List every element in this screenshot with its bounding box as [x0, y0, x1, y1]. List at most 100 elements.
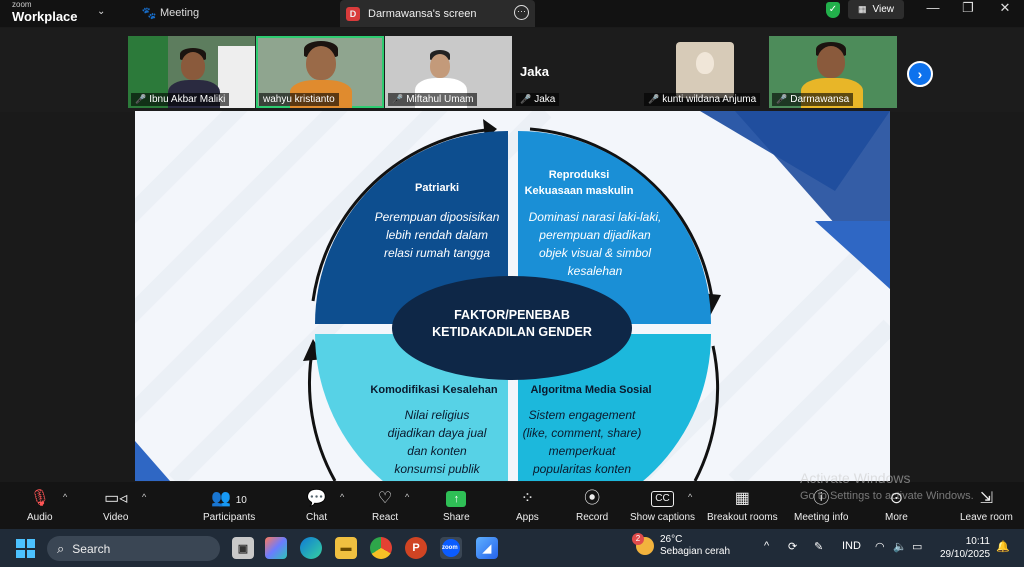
- clock-time: 10:11: [965, 536, 990, 547]
- more-button[interactable]: ⊙ More: [885, 488, 908, 523]
- view-button[interactable]: ▦ View: [848, 0, 904, 19]
- meeting-info-label: Meeting info: [794, 512, 849, 523]
- meeting-info-button[interactable]: ⓘ Meeting info: [794, 488, 848, 523]
- more-options-icon[interactable]: ···: [514, 5, 529, 20]
- logo-big-text: Workplace: [12, 9, 78, 24]
- copilot-icon[interactable]: [265, 537, 287, 559]
- breakout-label: Breakout rooms: [707, 512, 778, 523]
- participant-display-name: Jaka: [520, 64, 549, 79]
- battery-icon[interactable]: ▭: [912, 541, 923, 553]
- people-icon: 👥 10: [211, 490, 247, 507]
- participants-button[interactable]: 👥 10 Participants: [203, 488, 255, 523]
- mic-muted-icon: 🎤: [648, 94, 660, 104]
- quadrant-patriarki: [315, 131, 508, 324]
- more-dots-icon: ⊙: [889, 490, 904, 507]
- leave-room-button[interactable]: ⇲ Leave room: [960, 488, 1013, 523]
- mic-muted-icon: 🎤: [776, 94, 788, 104]
- pen-icon[interactable]: ✎: [814, 541, 824, 553]
- cycle-arrow: [693, 345, 720, 481]
- participant-tile-speaking[interactable]: wahyu kristianto: [256, 36, 384, 108]
- meeting-toolbar: 🎙 Audio ^ ▭◃ Video ^ 👥 10 Participants 💬…: [0, 482, 1024, 529]
- weather-desc: Sebagian cerah: [660, 546, 731, 557]
- participant-name-tag: 🎤Jaka: [516, 93, 560, 106]
- apps-grid-icon: ⁘: [520, 490, 535, 507]
- participant-tile[interactable]: 🎤kunti wildana Anjuma: [641, 36, 768, 108]
- photos-icon[interactable]: ◢: [476, 537, 498, 559]
- q2-line: Dominasi narasi laki-laki,: [529, 210, 662, 224]
- participant-name-tag: 🎤kunti wildana Anjuma: [644, 93, 761, 106]
- share-button[interactable]: ↑ Share: [443, 488, 470, 523]
- participant-tile[interactable]: 🎤Ibnu Akbar Maliki: [128, 36, 255, 108]
- q4-line: (like, comment, share): [523, 426, 642, 440]
- notification-badge: 2: [632, 533, 644, 545]
- participant-name-tag: 🎤Miftahul Umam: [388, 93, 478, 106]
- q4-line: Sistem engagement: [529, 408, 636, 422]
- participant-tile[interactable]: 🎤Darmawansa: [769, 36, 897, 108]
- weather-widget[interactable]: 2 26°C Sebagian cerah: [632, 533, 731, 558]
- chat-caret-icon[interactable]: ^: [340, 492, 345, 502]
- sync-icon[interactable]: ⟳: [788, 541, 798, 553]
- react-button[interactable]: ♡ React: [372, 488, 398, 523]
- video-button[interactable]: ▭◃ Video: [103, 488, 128, 523]
- record-button[interactable]: ⦿ Record: [576, 488, 608, 523]
- q4-line: memperkuat: [549, 444, 616, 458]
- q3-line: Nilai religius: [405, 408, 470, 422]
- video-caret-icon[interactable]: ^: [142, 492, 147, 502]
- volume-icon[interactable]: 🔈: [893, 541, 907, 553]
- edge-browser-icon[interactable]: [300, 537, 322, 559]
- language-indicator[interactable]: IND: [842, 540, 861, 552]
- shield-check-icon[interactable]: ✓: [826, 2, 840, 18]
- file-explorer-icon[interactable]: ▬: [335, 537, 357, 559]
- wifi-icon[interactable]: ◠: [875, 541, 885, 553]
- close-icon[interactable]: ✕: [999, 0, 1011, 15]
- powerpoint-icon[interactable]: P: [405, 537, 427, 559]
- chat-button[interactable]: 💬 Chat: [306, 488, 327, 523]
- minimize-icon[interactable]: —: [926, 0, 940, 15]
- clock[interactable]: 10:11 29/10/2025: [940, 535, 990, 561]
- title-bar: zoom Workplace ⌄ 🐾 Meeting D Darmawansa'…: [0, 0, 1024, 27]
- next-page-button[interactable]: ›: [907, 61, 933, 87]
- zoom-app-icon[interactable]: zoom: [440, 537, 462, 559]
- react-label: React: [372, 512, 399, 523]
- participant-name-tag: 🎤Ibnu Akbar Maliki: [131, 93, 230, 106]
- q2-line: objek visual & simbol: [539, 246, 651, 260]
- view-label: View: [872, 4, 895, 15]
- mic-muted-icon: 🎤: [135, 94, 147, 104]
- weather-icon: 2: [632, 533, 654, 555]
- center-ellipse: [392, 276, 632, 380]
- record-label: Record: [576, 512, 609, 523]
- video-label: Video: [103, 512, 129, 523]
- q3-line: dan konten: [407, 444, 467, 458]
- q1-line: relasi rumah tangga: [384, 246, 490, 260]
- notification-bell-icon[interactable]: 🔔: [996, 541, 1010, 553]
- audio-caret-icon[interactable]: ^: [63, 492, 68, 502]
- q2-title: Kekuasaan maskulin: [525, 185, 634, 197]
- participant-tile[interactable]: 🎤Jaka: [513, 36, 640, 108]
- react-caret-icon[interactable]: ^: [405, 492, 410, 502]
- slide-graphic: FAKTOR/PENEBAB KETIDAKADILAN GENDER Patr…: [135, 111, 890, 481]
- captions-button[interactable]: CC Show captions: [630, 488, 695, 523]
- chevron-up-icon[interactable]: ^: [764, 540, 770, 552]
- tab-shared-screen[interactable]: D Darmawansa's screen ···: [340, 0, 535, 27]
- search-icon: ⌕: [57, 540, 65, 556]
- audio-button[interactable]: 🎙 Audio: [27, 488, 53, 523]
- activate-windows-subtext: Go to Settings to activate Windows.: [800, 490, 974, 502]
- tab-meeting[interactable]: 🐾 Meeting: [132, 0, 337, 25]
- chevron-down-icon[interactable]: ⌄: [97, 6, 106, 17]
- tab-shared-screen-label: Darmawansa's screen: [368, 7, 477, 20]
- zoom-logo: zoom Workplace: [12, 0, 78, 24]
- apps-button[interactable]: ⁘ Apps: [516, 488, 539, 523]
- breakout-rooms-button[interactable]: ▦ Breakout rooms: [707, 488, 778, 523]
- clock-date: 29/10/2025: [940, 549, 991, 560]
- captions-caret-icon[interactable]: ^: [688, 492, 693, 502]
- chrome-icon[interactable]: [370, 537, 392, 559]
- task-view-icon[interactable]: ▣: [232, 537, 254, 559]
- participant-tile[interactable]: 🎤Miftahul Umam: [385, 36, 512, 108]
- windows-start-icon[interactable]: [16, 539, 35, 558]
- paw-icon: 🐾: [141, 5, 157, 20]
- q2-title: Reproduksi: [549, 169, 610, 181]
- taskbar-search[interactable]: ⌕ Search: [47, 536, 220, 561]
- participant-name: wahyu kristianto: [263, 94, 335, 105]
- participant-name: Ibnu Akbar Maliki: [149, 94, 226, 105]
- restore-icon[interactable]: ❐: [962, 0, 974, 15]
